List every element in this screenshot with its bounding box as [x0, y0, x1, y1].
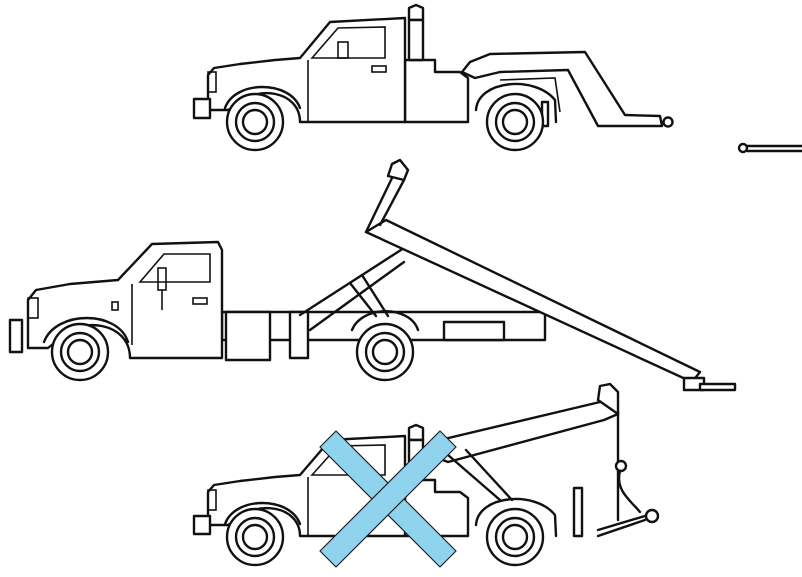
- headlight: [27, 297, 39, 319]
- truck-window: [138, 253, 211, 283]
- tilted-flatbed: [364, 218, 702, 384]
- front-bumper: [192, 514, 212, 536]
- rear-wheel: [355, 322, 415, 382]
- tow-boom: [428, 400, 620, 464]
- detached-tow-bar: [737, 142, 802, 154]
- mirror: [337, 41, 349, 59]
- headlight: [207, 489, 217, 511]
- front-bumper: [8, 318, 24, 354]
- wheel-lift-tow-truck: [192, 3, 674, 152]
- lift-arm-hook: [662, 116, 674, 128]
- exhaust-stack: [407, 3, 425, 22]
- rollback-tow-truck: [8, 158, 737, 392]
- wheel-lift-arm: [460, 50, 664, 128]
- crossed-out-mark: [319, 430, 457, 568]
- front-wheel: [50, 322, 110, 382]
- truck-window: [310, 26, 386, 59]
- exhaust-stack: [407, 423, 425, 442]
- truck-bed: [403, 58, 470, 124]
- rear-wheel: [485, 92, 545, 152]
- door-handle: [371, 65, 387, 73]
- front-bumper: [192, 97, 212, 120]
- tow-hook: [644, 508, 660, 524]
- headlight: [207, 71, 217, 93]
- front-wheel: [225, 507, 285, 567]
- door-handle: [192, 297, 208, 305]
- rear-wheel: [485, 507, 545, 567]
- front-wheel: [225, 92, 285, 152]
